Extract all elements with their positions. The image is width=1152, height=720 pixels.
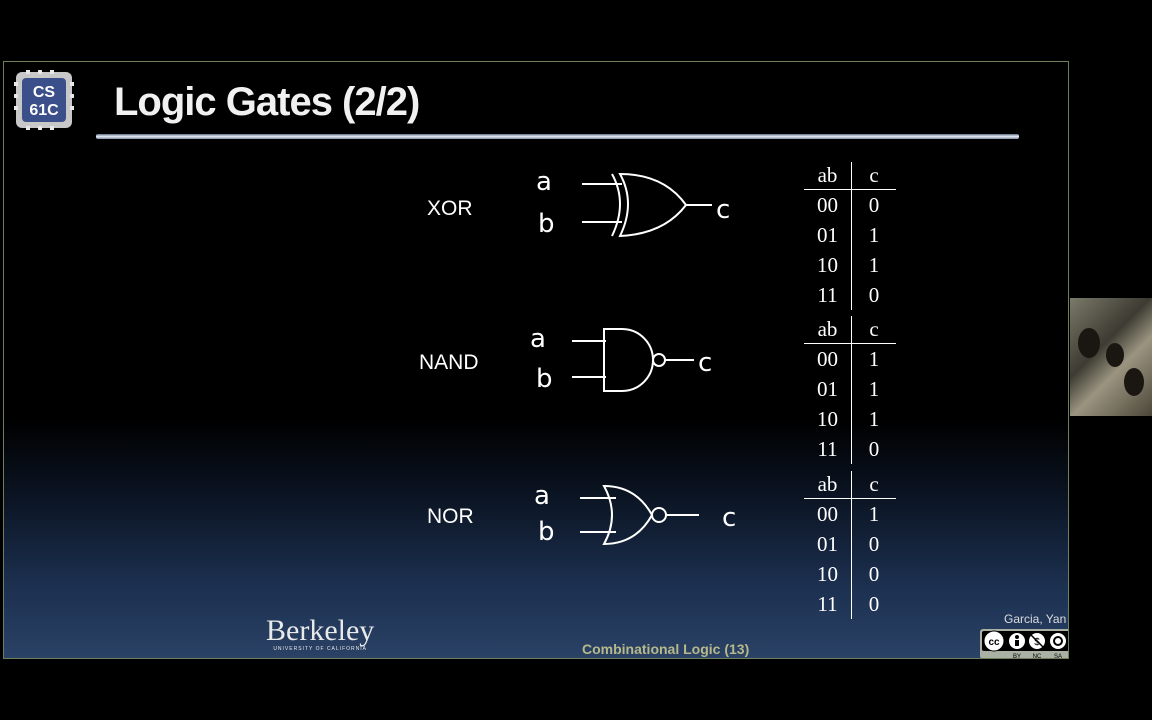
tt-header-ab: ab [804,471,852,498]
svg-text:$: $ [1034,637,1040,648]
cell-c: 1 [868,502,880,526]
table-row: 10 1 [804,250,896,280]
sa-icon [1050,633,1066,649]
license-by-label: BY [1013,654,1021,659]
nor-output-c: c [722,503,736,533]
table-row: 01 1 [804,374,896,404]
title-underline [96,134,1019,139]
cell-c: 0 [868,437,880,461]
nand-output-c: c [698,348,712,378]
cell-c: 0 [868,532,880,556]
table-row: 00 1 [804,344,896,374]
nc-icon: $ [1029,633,1045,649]
cell-c: 1 [868,377,880,401]
table-row: 01 1 [804,220,896,250]
nand-gate-diagram: a b c [530,324,712,394]
table-row: 11 0 [804,280,896,310]
tt-header-c: c [869,317,879,341]
cell-c: 0 [868,562,880,586]
xor-gate-diagram: a b c [536,167,730,239]
tt-header-c: c [869,163,879,187]
cell-ab: 00 [804,344,852,374]
cc-icon: cc [983,630,1005,652]
xor-input-b: b [538,209,555,239]
nor-gate-diagram: a b c [534,481,736,547]
table-row: 00 1 [804,499,896,529]
cell-ab: 01 [804,220,852,250]
by-icon [1009,633,1025,649]
table-row: 11 0 [804,434,896,464]
cell-ab: 11 [804,434,852,464]
xor-output-c: c [716,195,730,225]
gate-label-nor: NOR [427,505,474,528]
cell-ab: 10 [804,250,852,280]
nand-input-a: a [530,324,546,354]
xor-input-a: a [536,167,552,197]
table-row: 11 0 [804,589,896,619]
table-row: 10 1 [804,404,896,434]
svg-text:cc: cc [988,637,1000,648]
cell-c: 1 [868,223,880,247]
cell-ab: 00 [804,190,852,220]
berkeley-subtitle: UNIVERSITY OF CALIFORNIA [273,646,367,652]
gate-label-nand: NAND [419,351,479,374]
cell-c: 1 [868,347,880,371]
cell-c: 0 [868,193,880,217]
tt-header-ab: ab [804,162,852,189]
cell-ab: 10 [804,404,852,434]
table-row: 01 0 [804,529,896,559]
berkeley-wordmark: Berkeley [266,614,375,647]
cell-c: 1 [868,253,880,277]
nand-input-b: b [536,364,553,394]
cell-c: 0 [868,283,880,307]
cell-ab: 01 [804,374,852,404]
nor-input-b: b [538,517,555,547]
license-nc-label: NC [1033,654,1042,659]
cs61c-logo: CS 61C [14,70,74,130]
berkeley-logo: Berkeley UNIVERSITY OF CALIFORNIA [266,614,375,653]
cell-ab: 10 [804,559,852,589]
cell-ab: 01 [804,529,852,559]
cell-ab: 00 [804,499,852,529]
author-credit: Garcia, Yan [1004,612,1067,626]
license-sa-label: SA [1054,654,1062,659]
logo-line2: 61C [29,102,59,119]
tt-header-ab: ab [804,316,852,343]
cell-c: 0 [868,592,880,616]
table-row: 10 0 [804,559,896,589]
logo-line1: CS [33,84,56,101]
slide-title: Logic Gates (2/2) [114,80,420,124]
cell-ab: 11 [804,589,852,619]
footer-topic: Combinational Logic (13) [582,641,750,657]
nor-input-a: a [534,481,550,511]
tt-header-c: c [869,472,879,496]
cell-c: 1 [868,407,880,431]
webcam-thumbnail [1070,298,1152,416]
cell-ab: 11 [804,280,852,310]
creative-commons-badge: cc $ BY NC SA [980,629,1068,659]
gate-label-xor: XOR [427,197,473,220]
